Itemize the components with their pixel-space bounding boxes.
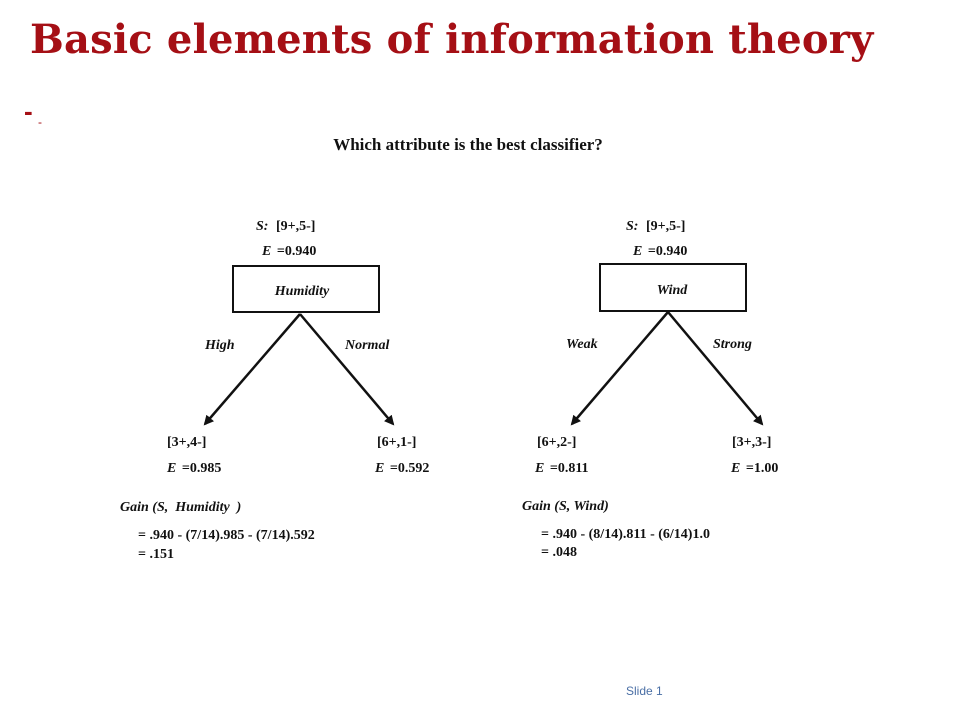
branch-arrow-left [570, 311, 669, 426]
gain-label: Gain (S, Humidity ) [120, 500, 241, 515]
root-s-prefix: S: [626, 219, 638, 234]
leaf-right-counts: [3+,3-] [732, 435, 771, 450]
root-s-prefix: S: [256, 219, 268, 234]
leaf-right-e-value: =0.592 [390, 461, 429, 476]
gain-label: Gain (S, Wind) [522, 499, 609, 514]
root-e-prefix: E [261, 244, 271, 259]
gain-formula: = .940 - (8/14).811 - (6/14)1.0 [541, 527, 710, 542]
root-e-value: =0.940 [277, 244, 316, 259]
attribute-node-label: Wind [657, 283, 689, 298]
root-e-value: =0.940 [648, 244, 687, 259]
bullet-dash: - [24, 96, 33, 126]
branch-arrow-right [299, 313, 395, 426]
root-entropy: E =0.940 [632, 244, 687, 259]
leaf-left-e-value: =0.811 [550, 461, 589, 476]
gain-result: = .151 [138, 547, 174, 562]
leaf-left-counts: [6+,2-] [537, 435, 576, 450]
branch-label-right: Normal [344, 338, 389, 353]
leaf-right-entropy: E =0.592 [374, 461, 429, 476]
attribute-node-label: Humidity [274, 284, 330, 299]
gain-result: = .048 [541, 545, 577, 560]
tree-wind: S: [9+,5-] E =0.940 Wind Weak Strong [6+… [522, 219, 778, 560]
leaf-right-e-value: =1.00 [746, 461, 778, 476]
root-s-value: [9+,5-] [276, 219, 315, 234]
tree-humidity: S: [9+,5-] E =0.940 Humidity High Normal… [120, 219, 429, 562]
leaf-left-entropy: E =0.985 [166, 461, 221, 476]
slide-title: Basic elements of information theory [30, 16, 874, 63]
gain-formula: = .940 - (7/14).985 - (7/14).592 [138, 528, 315, 543]
diagram-heading: Which attribute is the best classifier? [333, 135, 603, 154]
root-s-label: S: [9+,5-] [256, 219, 315, 234]
leaf-left-e-prefix: E [166, 461, 176, 476]
branch-arrow-right [667, 311, 764, 426]
root-s-label: S: [9+,5-] [626, 219, 685, 234]
root-s-value: [9+,5-] [646, 219, 685, 234]
leaf-left-e-prefix: E [534, 461, 544, 476]
root-e-prefix: E [632, 244, 642, 259]
leaf-right-counts: [6+,1-] [377, 435, 416, 450]
slide-number: Slide 1 [626, 684, 663, 698]
branch-label-right: Strong [713, 337, 752, 352]
leaf-right-entropy: E =1.00 [730, 461, 778, 476]
branch-arrow-left [203, 313, 301, 426]
leaf-right-e-prefix: E [730, 461, 740, 476]
bullet-dash-small: - [38, 115, 42, 129]
attribute-node-box [232, 265, 380, 313]
root-entropy: E =0.940 [261, 244, 316, 259]
leaf-left-e-value: =0.985 [182, 461, 221, 476]
branch-label-left: Weak [566, 337, 598, 352]
attribute-node-box [599, 263, 747, 312]
branch-label-left: High [204, 338, 235, 353]
leaf-left-entropy: E =0.811 [534, 461, 589, 476]
leaf-right-e-prefix: E [374, 461, 384, 476]
leaf-left-counts: [3+,4-] [167, 435, 206, 450]
